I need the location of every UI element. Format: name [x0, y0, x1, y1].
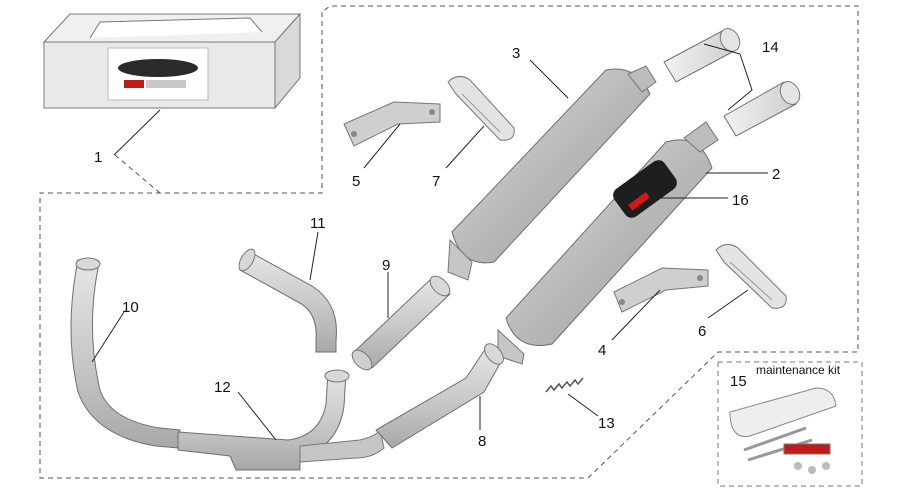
callout-10: 10 — [122, 299, 139, 316]
link-pipe — [351, 275, 451, 371]
maintenance-kit-box — [717, 361, 863, 487]
callout-15: 15 — [730, 373, 747, 390]
callout-3: 3 — [512, 45, 520, 62]
callout-4: 4 — [598, 342, 606, 359]
exhaust-end-tip-lower — [723, 81, 801, 137]
carbon-bracket-lower — [613, 267, 709, 313]
spring — [545, 377, 584, 393]
callout-7: 7 — [432, 173, 440, 190]
callout-11: 11 — [310, 215, 326, 232]
group-boundary-dashed — [39, 5, 859, 479]
callout-9: 9 — [382, 257, 390, 274]
brand-label-sticker — [613, 160, 677, 218]
callout-14: 14 — [762, 39, 779, 56]
callout-2: 2 — [772, 166, 780, 183]
front-header-pipe — [70, 257, 181, 449]
callout-5: 5 — [352, 173, 360, 190]
callout-12: 12 — [214, 379, 231, 396]
packaging-box — [42, 12, 302, 110]
callout-6: 6 — [698, 323, 706, 340]
kit-leader-dashed — [114, 154, 161, 194]
muffler-upper — [447, 65, 657, 281]
callout-1: 1 — [94, 149, 102, 166]
callout-8: 8 — [478, 433, 486, 450]
leader-lines — [91, 43, 768, 441]
exhaust-end-tip-upper — [663, 28, 741, 83]
maintenance-kit-title: maintenance kit — [756, 363, 841, 377]
carbon-bracket-upper — [343, 101, 441, 147]
muffler-strap-lower — [715, 244, 787, 309]
exhaust-collector — [177, 369, 385, 471]
muffler-strap-upper — [447, 76, 515, 141]
rear-header-pipe — [238, 248, 337, 353]
callout-16: 16 — [732, 192, 749, 209]
callout-13: 13 — [598, 415, 615, 432]
mid-pipe — [375, 343, 504, 449]
